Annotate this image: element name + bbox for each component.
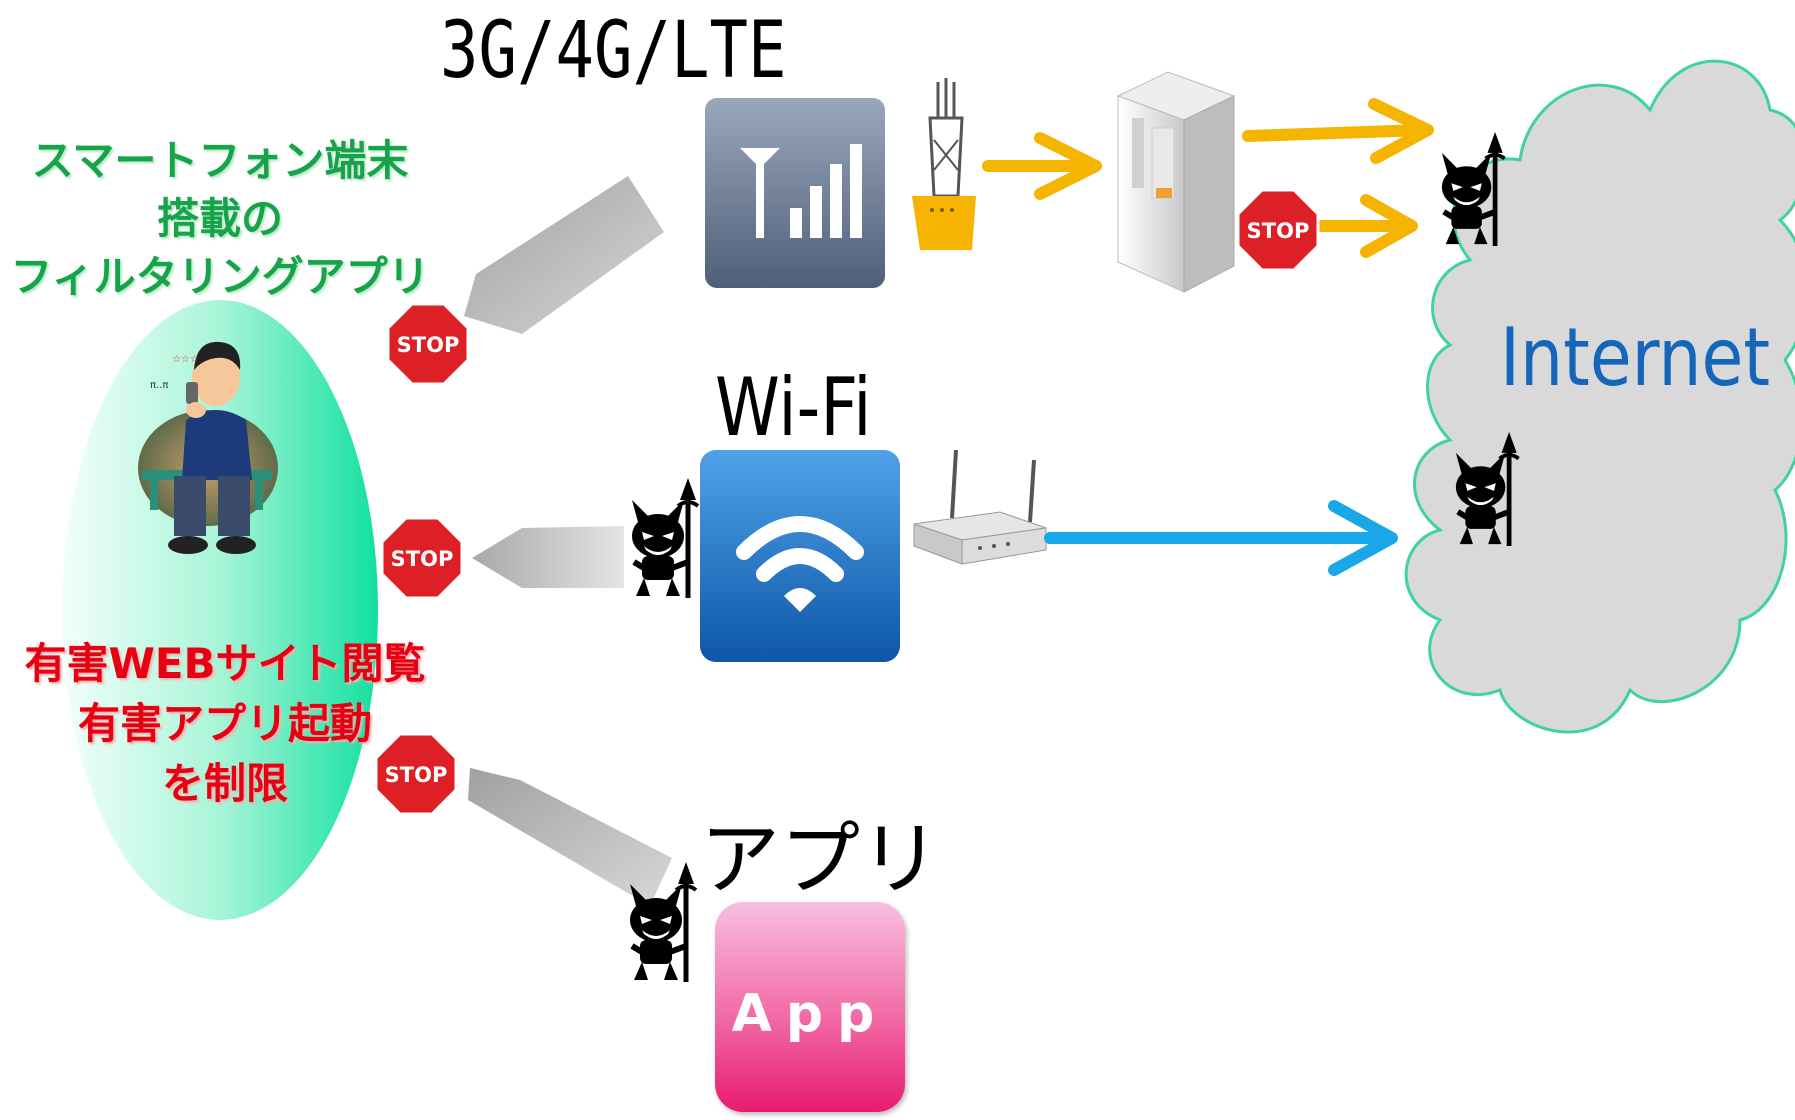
- mobile-flow-arrows: [982, 98, 1434, 258]
- devil-icon: [632, 478, 698, 598]
- app-icon: App: [715, 902, 905, 1112]
- wireless-router-icon: [913, 449, 1047, 565]
- app-icon-label: App: [731, 984, 889, 1044]
- internet-cloud-icon: [1404, 59, 1795, 734]
- restriction-caption-line-1: 有害WEBサイト閲覧: [24, 639, 426, 688]
- devil-icon: [1442, 132, 1505, 246]
- restriction-caption-line-2: 有害アプリ起動: [77, 699, 372, 748]
- svg-text:☆☆☆: ☆☆☆: [172, 354, 199, 365]
- filter-caption-line-2: 搭載の: [156, 194, 283, 243]
- stop-sign-text: STOP: [385, 763, 448, 787]
- mobile-network-label: 3G/4G/LTE: [440, 6, 787, 96]
- stop-sign-text: STOP: [391, 547, 454, 571]
- wifi-block-arrow: [472, 526, 624, 588]
- cell-tower-icon: [912, 78, 976, 250]
- server-icon: [1116, 71, 1236, 293]
- wifi-icon: [700, 450, 900, 662]
- smartphone-user-icon: ☆☆☆ π..π: [138, 341, 278, 554]
- stop-sign-text: STOP: [397, 333, 460, 357]
- app-block-arrow: [468, 768, 672, 906]
- filter-caption-line-3: フィルタリングアプリ: [10, 252, 430, 301]
- wifi-flow-arrow: [1044, 500, 1398, 576]
- stop-sign-wifi: STOP: [380, 516, 464, 600]
- stop-sign-app: STOP: [374, 732, 458, 816]
- stop-sign-mobile: STOP: [386, 302, 470, 386]
- svg-text:π..π: π..π: [150, 380, 168, 391]
- stop-sign-server: STOP: [1236, 188, 1320, 272]
- wifi-label: Wi-Fi: [715, 361, 872, 454]
- app-label: アプリ: [700, 813, 940, 906]
- internet-label: Internet: [1500, 311, 1771, 404]
- cellular-signal-icon: [705, 98, 885, 288]
- restriction-caption-line-3: を制限: [161, 759, 288, 808]
- filter-caption-line-1: スマートフォン端末: [31, 136, 409, 185]
- stop-sign-text: STOP: [1247, 219, 1310, 243]
- mobile-block-arrow: [464, 176, 664, 334]
